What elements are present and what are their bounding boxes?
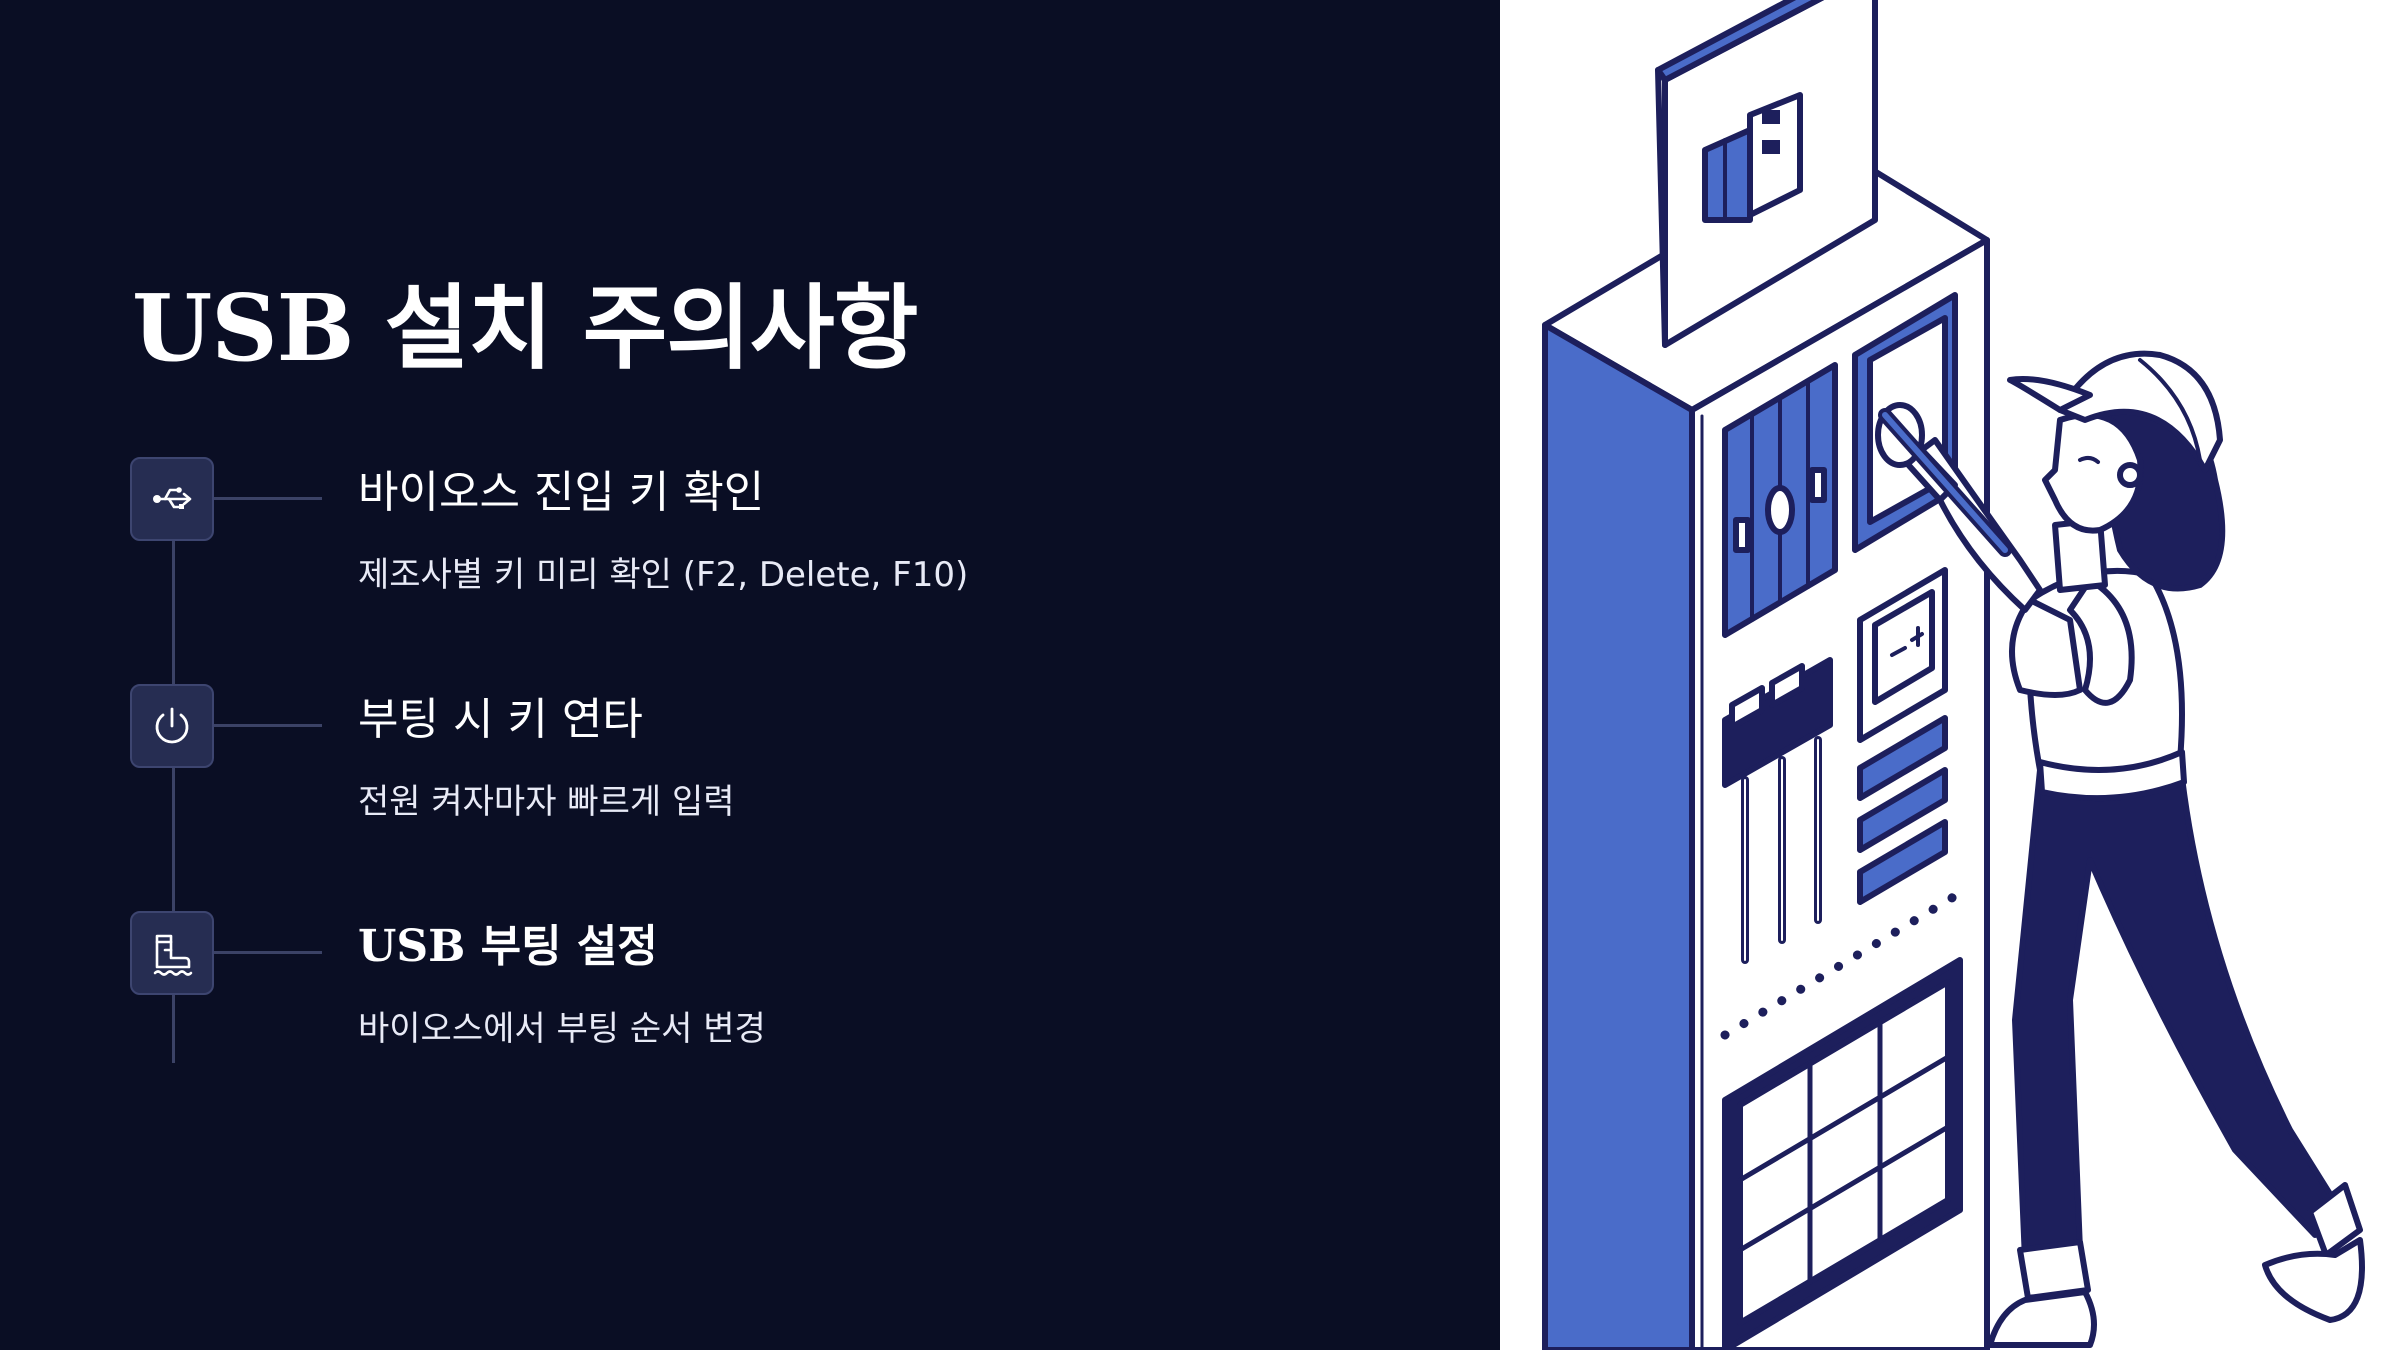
usb-icon (144, 471, 200, 527)
person-at-usb-machine-illustration (1542, 0, 2365, 1350)
step-2-description: 전원 켜자마자 빠르게 입력 (358, 782, 735, 822)
step-3-connector (214, 951, 322, 954)
step-3-description: 바이오스에서 부팅 순서 변경 (358, 1009, 766, 1049)
boot-icon (144, 925, 200, 981)
illustration-panel (1500, 0, 2400, 1350)
slide-title: USB 설치 주의사항 (132, 274, 918, 382)
step-1-description: 제조사별 키 미리 확인 (F2, Delete, F10) (358, 555, 969, 595)
power-icon (144, 698, 200, 754)
content-panel: USB 설치 주의사항 바이오스 진입 키 확인 제조사별 키 미리 확인 (F… (130, 274, 969, 1063)
step-2-icon-box (130, 684, 214, 768)
step-3-title: USB 부팅 설정 (358, 921, 658, 972)
step-1-title: 바이오스 진입 키 확인 (358, 467, 765, 518)
step-2-title: 부팅 시 키 연타 (358, 694, 643, 745)
timeline-line (172, 540, 175, 1063)
step-1-connector (214, 497, 322, 500)
step-3-icon-box (130, 911, 214, 995)
step-1-icon-box (130, 457, 214, 541)
step-2-connector (214, 724, 322, 727)
